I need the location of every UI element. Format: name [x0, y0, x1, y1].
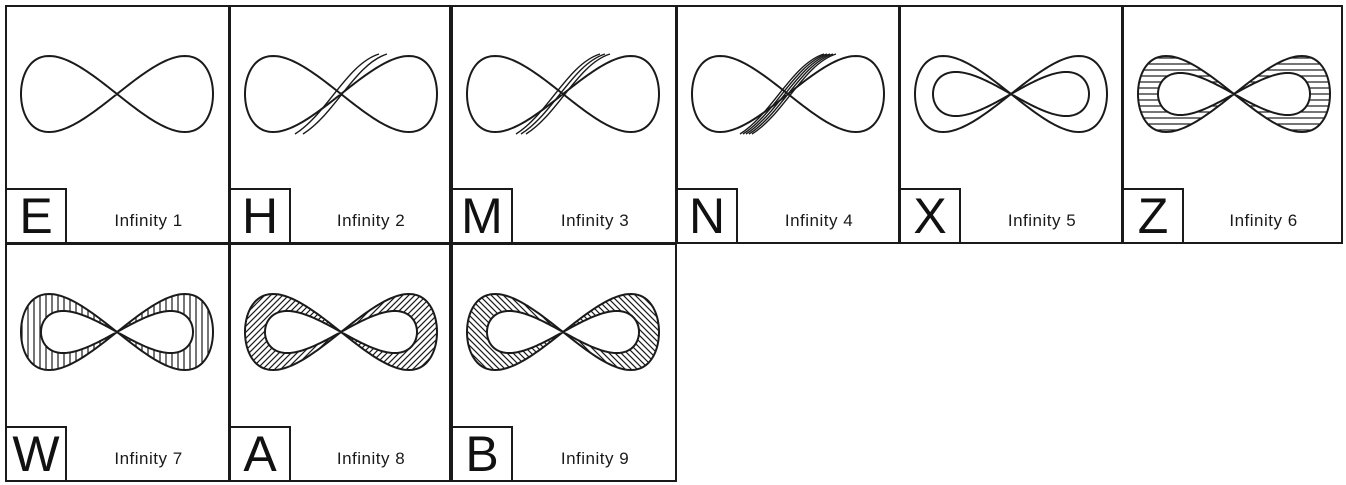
card-label: Infinity 8	[293, 446, 449, 472]
card-infinity-5[interactable]: X Infinity 5	[899, 5, 1123, 244]
card-infinity-9[interactable]: B Infinity 9	[451, 243, 677, 482]
twist-band	[740, 54, 836, 134]
twist-line	[516, 54, 600, 134]
infinity-symbol-hatch-diagonal	[231, 245, 451, 423]
infinity-inner	[487, 311, 639, 353]
card-infinity-1[interactable]: E Infinity 1	[5, 5, 230, 244]
card-label: Infinity 4	[740, 208, 898, 234]
card-label: Infinity 1	[69, 208, 228, 234]
card-letter: A	[229, 426, 291, 482]
infinity-symbol-twist-lines-3	[453, 7, 673, 185]
infinity-symbol-hatch-horizontal	[1124, 7, 1344, 185]
card-label: Infinity 7	[69, 446, 228, 472]
hatched-band	[245, 294, 437, 370]
card-letter: B	[451, 426, 513, 482]
card-label: Infinity 2	[293, 208, 449, 234]
card-label: Infinity 9	[515, 446, 675, 472]
infinity-inner	[1158, 73, 1310, 115]
infinity-inner	[933, 72, 1089, 116]
infinity-inner	[265, 311, 417, 353]
infinity-outline	[467, 56, 659, 132]
card-letter: W	[5, 426, 67, 482]
twist-line	[303, 54, 387, 134]
hatched-band	[21, 294, 213, 370]
infinity-symbol-outlined-band	[901, 7, 1121, 185]
infinity-symbol-hatch-diagonal-reverse	[453, 245, 673, 423]
card-infinity-2[interactable]: H Infinity 2	[229, 5, 451, 244]
card-label: Infinity 5	[963, 208, 1121, 234]
card-letter: N	[676, 188, 738, 244]
card-infinity-6[interactable]: Z Infinity 6	[1122, 5, 1343, 244]
card-letter: Z	[1122, 188, 1184, 244]
card-infinity-4[interactable]: N Infinity 4	[676, 5, 900, 244]
card-letter: E	[5, 188, 67, 244]
infinity-symbol-twist-lines-5	[678, 7, 898, 185]
infinity-inner	[41, 311, 193, 353]
hatched-band	[467, 294, 659, 370]
infinity-symbol-plain	[7, 7, 227, 185]
infinity-symbol-twist-band	[231, 7, 451, 185]
card-letter: M	[451, 188, 513, 244]
card-infinity-7[interactable]: W Infinity 7	[5, 243, 230, 482]
card-label: Infinity 6	[1186, 208, 1341, 234]
card-infinity-3[interactable]: M Infinity 3	[451, 5, 677, 244]
infinity-outline	[21, 56, 213, 132]
card-letter: H	[229, 188, 291, 244]
card-infinity-8[interactable]: A Infinity 8	[229, 243, 451, 482]
infinity-outline	[245, 56, 437, 132]
card-label: Infinity 3	[515, 208, 675, 234]
twist-line	[526, 54, 610, 134]
hatched-band	[1138, 56, 1330, 132]
card-letter: X	[899, 188, 961, 244]
infinity-symbol-hatch-vertical	[7, 245, 227, 423]
